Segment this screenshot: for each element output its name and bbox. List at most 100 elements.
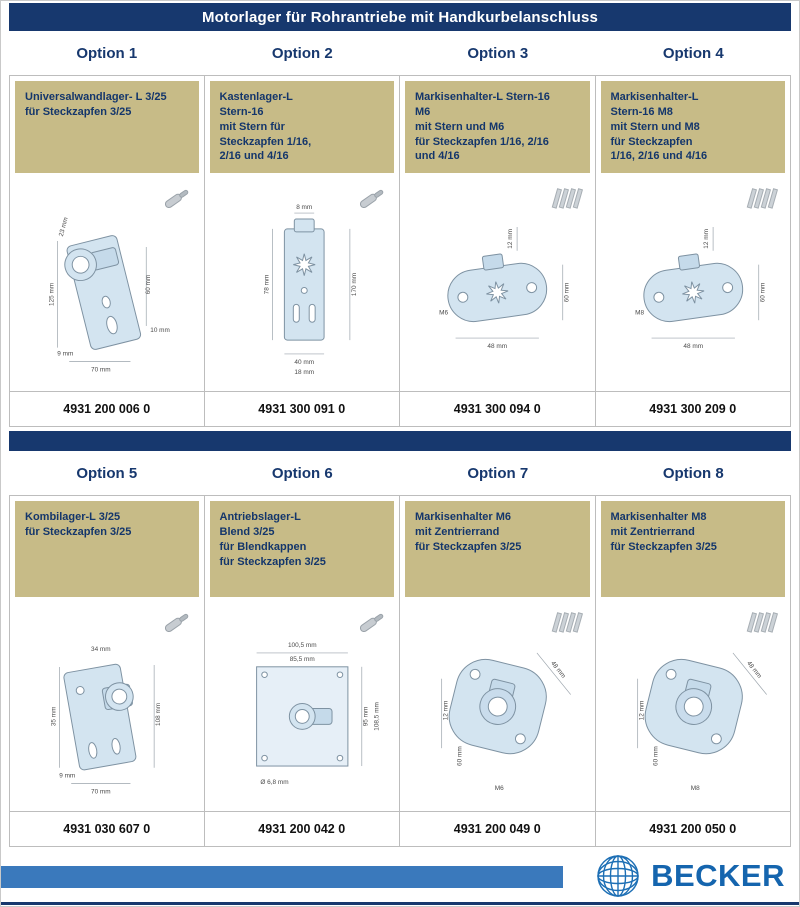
option-5-description: Kombilager-L 3/25 für Steckzapfen 3/25	[15, 501, 199, 597]
option-3-cell[interactable]: Markisenhalter-L Stern-16 M6 mit Stern u…	[400, 75, 596, 427]
dimension-label: 60 mm	[564, 283, 571, 303]
option-1-description: Universalwandlager- L 3/25 für Steckzapf…	[15, 81, 199, 173]
dimension-label: M6	[439, 309, 448, 316]
option-3-header: Option 3	[467, 44, 529, 62]
dimension-label: 78 mm	[263, 275, 270, 295]
option-6-cell[interactable]: Antriebslager-L Blend 3/25 für Blendkapp…	[204, 495, 400, 847]
option-7-header: Option 7	[467, 464, 529, 482]
dimension-label: 40 mm	[294, 359, 314, 366]
pin-icon	[164, 189, 188, 209]
option-2-description: Kastenlager-L Stern-16 mit Stern für Ste…	[209, 81, 394, 173]
footer: BECKER	[1, 847, 799, 906]
hatch-icon	[551, 612, 583, 633]
dimension-label: 10 mm	[150, 327, 170, 334]
dimension-label: 12 mm	[443, 701, 450, 721]
dimension-label: 70 mm	[91, 788, 111, 795]
dimension-label: 48 mm	[745, 660, 763, 680]
dimension-label: 18 mm	[294, 369, 314, 376]
dimension-label: 35 mm	[50, 707, 57, 727]
option-6-article-number: 4931 200 042 0	[204, 811, 399, 846]
dimension-label: Ø 6,8 mm	[260, 779, 288, 786]
option-6-header: Option 6	[271, 464, 333, 482]
option-7-cell[interactable]: Markisenhalter M6 mit Zentrierrand für S…	[400, 495, 596, 847]
option-8-article-number: 4931 200 050 0	[595, 811, 790, 846]
dimension-label: 108,5 mm	[373, 702, 380, 731]
section-separator-bar	[9, 431, 791, 451]
dimension-label: 170 mm	[350, 273, 357, 296]
technical-drawing-star-holder-m8: 12 mm 60 mm 48 mm M8	[635, 226, 766, 350]
option-4-cell[interactable]: Markisenhalter-L Stern-16 M8 mit Stern u…	[595, 75, 791, 427]
dimension-label: 9 mm	[59, 773, 75, 780]
dimension-label: M8	[635, 309, 644, 316]
technical-drawing-round-holder-m6: 48 mm 12 mm 60 mm M6	[441, 652, 571, 792]
option-5-cell[interactable]: Kombilager-L 3/25 für Steckzapfen 3/25	[9, 495, 205, 847]
brand-name: BECKER	[651, 858, 785, 893]
option-1-header: Option 1	[76, 44, 138, 62]
dimension-label: 108 mm	[155, 703, 162, 726]
dimension-label: 125 mm	[48, 283, 55, 306]
technical-drawing-star-plate: 8 mm 78 mm 170 mm 40 mm 18 mm	[263, 204, 357, 376]
option-5-drawing-area: 34 mm 108 mm 35 mm 9 mm 70 mm	[10, 602, 204, 811]
option-6-drawing-area: 100,5 mm 85,5 mm 95 mm 108,5 mm Ø 6,8 mm	[205, 602, 400, 811]
dimension-label: 48 mm	[487, 343, 507, 350]
option-2-cell[interactable]: Kastenlager-L Stern-16 mit Stern für Ste…	[204, 75, 400, 427]
globe-icon	[597, 855, 639, 897]
option-2-header: Option 2	[271, 44, 333, 62]
dimension-label: 60 mm	[145, 275, 152, 295]
option-4-header: Option 4	[662, 44, 724, 62]
dimension-label: 48 mm	[549, 660, 567, 680]
dimension-label: 48 mm	[683, 343, 703, 350]
option-3-article-number: 4931 300 094 0	[400, 391, 595, 426]
technical-drawing-blend-plate: 100,5 mm 85,5 mm 95 mm 108,5 mm Ø 6,8 mm	[255, 642, 380, 786]
pin-icon	[359, 189, 384, 209]
option-6-description: Antriebslager-L Blend 3/25 für Blendkapp…	[209, 501, 394, 597]
option-8-header: Option 8	[662, 464, 724, 482]
option-8-drawing-area: 48 mm 12 mm 60 mm M8	[596, 602, 791, 811]
option-1-drawing-area: 23 mm 125 mm 60 mm 9 mm 70 mm 10 mm	[10, 178, 204, 391]
dimension-label: 8 mm	[296, 204, 312, 211]
option-header-row-2: Option 5 Option 6 Option 7 Option 8	[9, 451, 791, 495]
dimension-label: 34 mm	[91, 646, 111, 653]
dimension-label: 85,5 mm	[289, 656, 314, 663]
option-7-article-number: 4931 200 049 0	[400, 811, 595, 846]
technical-drawing-kombi-bracket: 34 mm 108 mm 35 mm 9 mm 70 mm	[50, 646, 162, 795]
dimension-label: 100,5 mm	[287, 642, 316, 649]
dimension-label: 9 mm	[57, 351, 73, 358]
dimension-label: 12 mm	[703, 229, 710, 249]
dimension-label: 95 mm	[362, 707, 369, 727]
option-8-description: Markisenhalter M8 mit Zentrierrand für S…	[600, 501, 785, 597]
option-4-description: Markisenhalter-L Stern-16 M8 mit Stern u…	[600, 81, 785, 173]
dimension-label: 12 mm	[638, 701, 645, 721]
option-3-description: Markisenhalter-L Stern-16 M6 mit Stern u…	[405, 81, 590, 173]
technical-drawing-wall-bracket: 23 mm 125 mm 60 mm 9 mm 70 mm 10 mm	[48, 216, 170, 373]
dimension-label: 23 mm	[58, 216, 70, 237]
hatch-icon	[746, 188, 779, 209]
option-7-drawing-area: 48 mm 12 mm 60 mm M6	[400, 602, 595, 811]
option-2-drawing-area: 8 mm 78 mm 170 mm 40 mm 18 mm	[205, 178, 400, 391]
pin-icon	[359, 613, 384, 633]
footer-accent-bar	[1, 866, 563, 888]
option-5-article-number: 4931 030 607 0	[10, 811, 204, 846]
option-5-header: Option 5	[76, 464, 138, 482]
dimension-label: 12 mm	[507, 229, 514, 249]
bottom-rule	[1, 902, 799, 905]
option-8-cell[interactable]: Markisenhalter M8 mit Zentrierrand für S…	[595, 495, 791, 847]
option-4-drawing-area: 12 mm 60 mm 48 mm M8	[596, 178, 791, 391]
technical-drawing-round-holder-m8: 48 mm 12 mm 60 mm M8	[636, 652, 767, 792]
option-7-description: Markisenhalter M6 mit Zentrierrand für S…	[405, 501, 590, 597]
hatch-icon	[746, 612, 779, 633]
option-header-row-1: Option 1 Option 2 Option 3 Option 4	[9, 31, 791, 75]
option-1-cell[interactable]: Universalwandlager- L 3/25 für Steckzapf…	[9, 75, 205, 427]
technical-drawing-star-holder-m6: 12 mm 60 mm 48 mm M6	[439, 226, 571, 350]
option-2-article-number: 4931 300 091 0	[204, 391, 399, 426]
option-1-article-number: 4931 200 006 0	[10, 391, 204, 426]
dimension-label: 70 mm	[91, 366, 111, 373]
dimension-label: 60 mm	[652, 746, 659, 766]
option-3-drawing-area: 12 mm 60 mm 48 mm M6	[400, 178, 595, 391]
options-grid-row-2: Kombilager-L 3/25 für Steckzapfen 3/25	[9, 495, 791, 847]
hatch-icon	[551, 188, 583, 209]
brand-logo: BECKER	[595, 853, 785, 899]
dimension-label: 60 mm	[759, 283, 766, 303]
pin-icon	[164, 613, 188, 633]
